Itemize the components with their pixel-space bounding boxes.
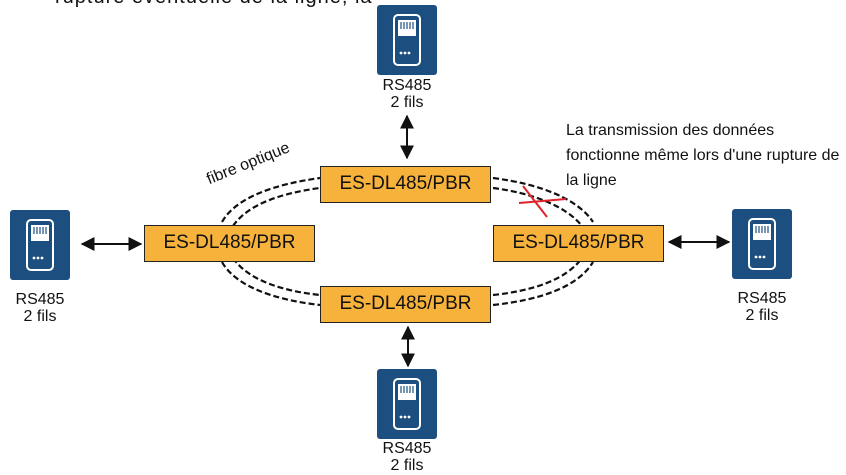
rs485-device-icon (10, 210, 70, 280)
device-label-left: RS485 2 fils (0, 291, 80, 325)
top-text-fragment: rupture éventuelle de la ligne, la (55, 0, 373, 9)
device-label-right: RS485 2 fils (722, 290, 802, 324)
fiber-link-bottom-right (492, 257, 594, 307)
rs485-device-icon (377, 369, 437, 439)
converter-bottom: ES-DL485/PBR (320, 286, 491, 323)
device-name: RS485 (382, 440, 432, 457)
device-name: RS485 (382, 77, 432, 94)
line-break-mark (518, 185, 567, 218)
device-wires: 2 fils (390, 457, 424, 474)
fiber-link-bottom-left (221, 257, 321, 307)
converter-top: ES-DL485/PBR (320, 166, 491, 203)
device-wires: 2 fils (23, 308, 57, 325)
rs485-device-icon (377, 5, 437, 75)
device-wires: 2 fils (390, 94, 424, 111)
break-note: La transmission des données fonctionne m… (566, 122, 840, 189)
fiber-link-top-left (221, 176, 321, 227)
device-name: RS485 (737, 290, 787, 307)
device-wires: 2 fils (745, 307, 779, 324)
device-name: RS485 (15, 291, 65, 308)
rs485-device-icon (732, 209, 792, 279)
converter-left: ES-DL485/PBR (144, 225, 315, 262)
converter-right: ES-DL485/PBR (493, 225, 664, 262)
device-label-bottom: RS485 2 fils (367, 440, 447, 474)
device-label-top: RS485 2 fils (367, 77, 447, 111)
